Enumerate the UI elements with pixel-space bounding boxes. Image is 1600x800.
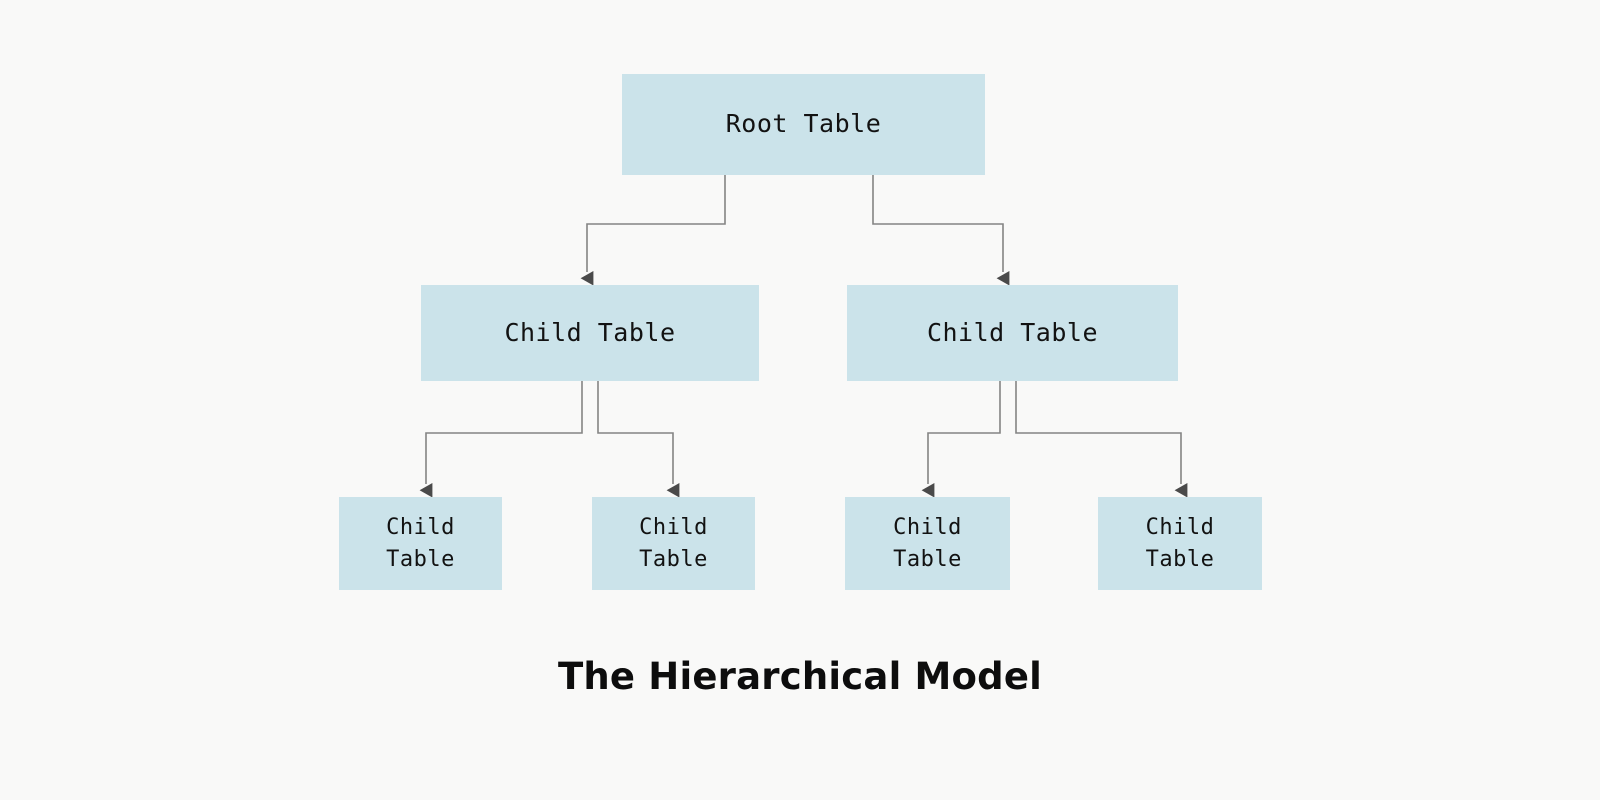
node-child-table-mid-right[interactable]: Child Table: [847, 285, 1178, 381]
node-child-table-leaf-4[interactable]: Child Table: [1098, 497, 1262, 590]
node-child-table-leaf-2-label: Child Table: [639, 514, 708, 572]
node-child-table-mid-left-label: Child Table: [504, 317, 676, 347]
node-child-table-leaf-1[interactable]: Child Table: [339, 497, 502, 590]
node-child-table-leaf-3[interactable]: Child Table: [845, 497, 1010, 590]
node-child-table-mid-right-label: Child Table: [926, 317, 1099, 347]
edge-root-to-mid_left: [580, 175, 726, 286]
node-child-table-leaf-3-label: Child Table: [893, 514, 962, 572]
node-child-table-leaf-4-label: Child Table: [1145, 514, 1215, 572]
diagram-caption: The Hierarchical Model: [557, 655, 1043, 698]
node-root-table-label: Root Table: [725, 109, 882, 139]
edge-mid_left-to-leaf_1: [419, 381, 583, 498]
edge-mid_right-to-leaf_3: [921, 381, 1001, 498]
node-root-table[interactable]: Root Table: [622, 74, 985, 175]
node-child-table-leaf-2[interactable]: Child Table: [592, 497, 755, 590]
node-child-table-leaf-1-label: Child Table: [386, 514, 455, 572]
edge-mid_right-to-leaf_4: [1015, 381, 1188, 498]
edge-root-to-mid_right: [872, 175, 1010, 286]
edge-mid_left-to-leaf_2: [597, 381, 680, 498]
node-child-table-mid-left[interactable]: Child Table: [421, 285, 759, 381]
